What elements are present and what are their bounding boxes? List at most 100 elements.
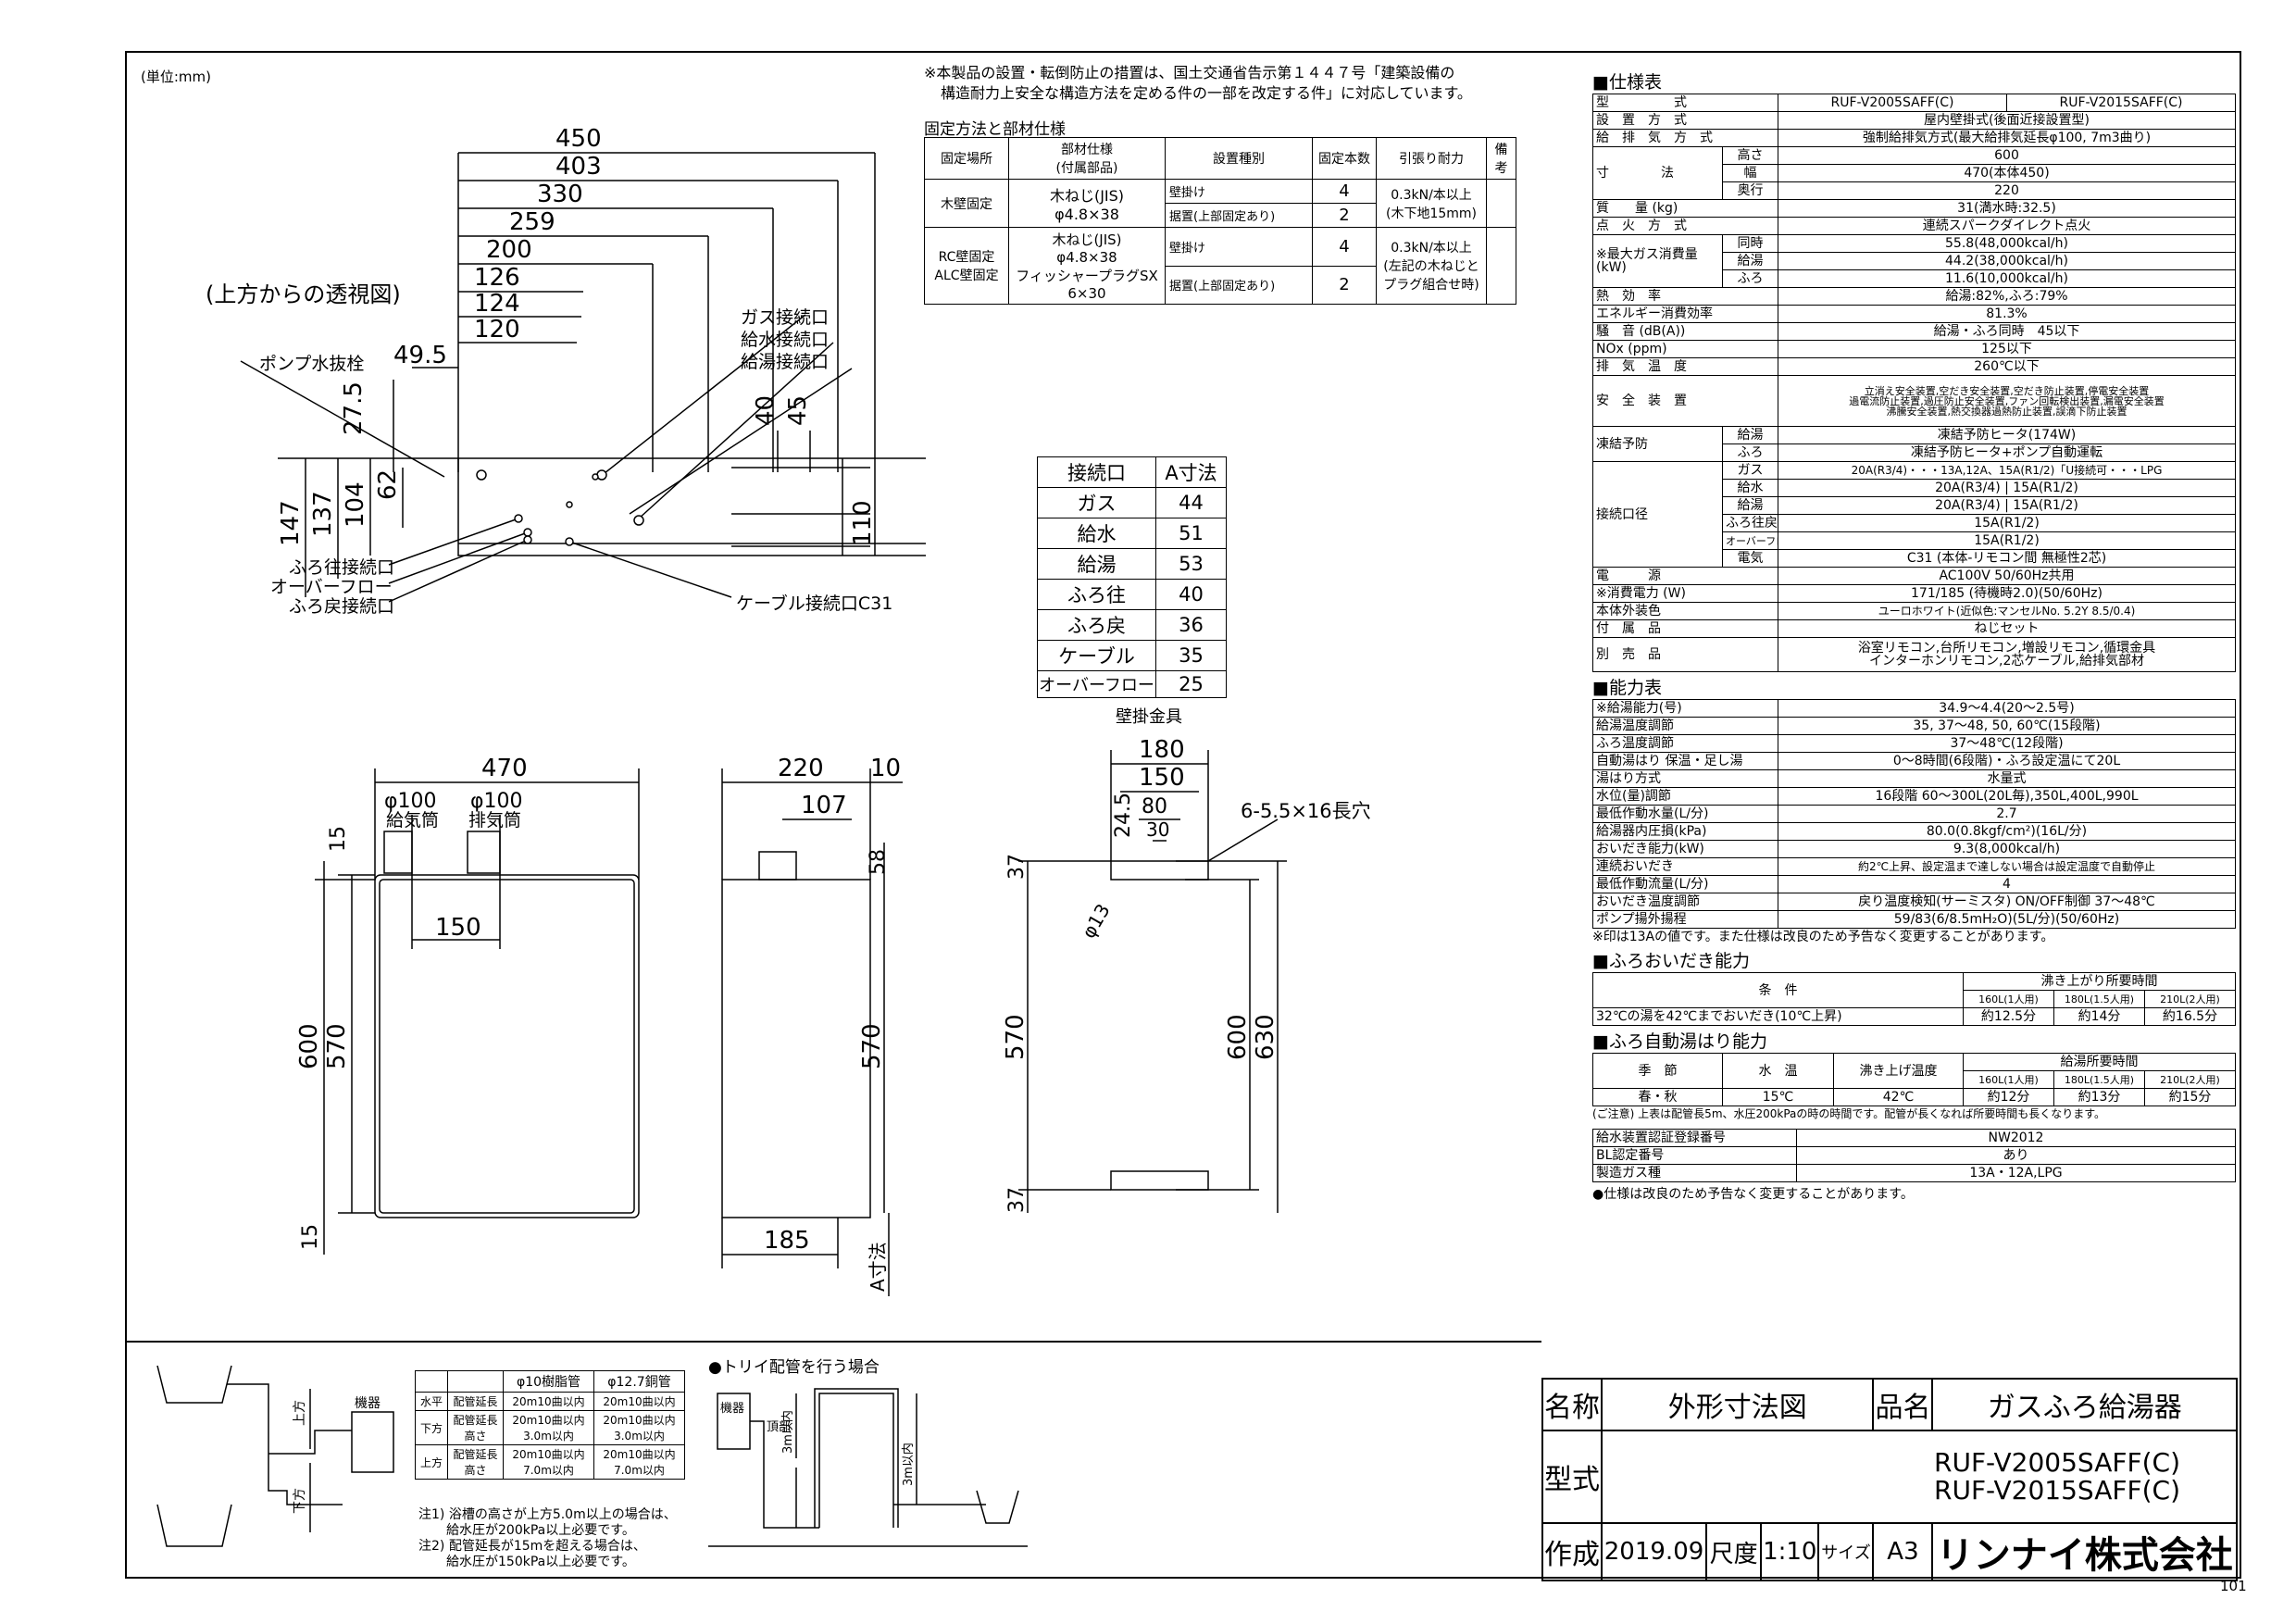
title-models: RUF-V2005SAFF(C) RUF-V2015SAFF(C)	[1601, 1430, 2238, 1524]
fixing-cell: 壁掛け	[1165, 227, 1313, 267]
ability-value: 4	[1778, 875, 2236, 893]
fixing-header: 部材仕様 (付属部品)	[1008, 137, 1166, 180]
autofill-header: 給湯所要時間	[1963, 1053, 2236, 1071]
piping-header	[447, 1370, 504, 1393]
autofill-cell: 約15分	[2144, 1088, 2236, 1106]
spec-label: 騒 音 (dB(A))	[1592, 322, 1778, 341]
spec-sublabel: 幅	[1722, 164, 1778, 182]
spec-label: NOx (ppm)	[1592, 340, 1778, 358]
fixing-cell: 据置(上部固定あり)	[1165, 265, 1313, 305]
spec-value: 81.3%	[1778, 305, 2236, 323]
trap-height-2: 3m以内	[901, 1443, 916, 1486]
ability-value: 16段階 60～300L(20L毎),350L,400L,990L	[1778, 787, 2236, 806]
spec-value: 連続スパークダイレクト点火	[1778, 217, 2236, 235]
dim-200: 200	[486, 236, 532, 264]
spec-value: 31(満水時:32.5)	[1778, 199, 2236, 218]
spec-label: 付 属 品	[1592, 619, 1778, 638]
reheat-subheader: 210L(2人用)	[2144, 990, 2236, 1008]
piping-cell: 20m10曲以内 7.0m以内	[503, 1444, 594, 1480]
cert-note: ●仕様は改良のため予告なく変更することがあります。	[1592, 1187, 1914, 1202]
intake-label: 給気筒	[386, 810, 439, 831]
ability-label: おいだき温度調節	[1592, 893, 1778, 911]
spec-sublabel: ふろ	[1722, 443, 1778, 462]
bath-return-label: ふろ戻接続口	[289, 596, 395, 617]
fixing-cell: 木ねじ(JIS) φ4.8×38 フィッシャープラグSX 6×30	[1008, 227, 1166, 305]
spec-sublabel: 電気	[1722, 549, 1778, 568]
piping-illustration: 上方 下方 機器	[156, 1365, 394, 1547]
dim-110: 110	[849, 500, 877, 546]
autofill-header: 水 温	[1722, 1053, 1834, 1089]
bracket-hole-label: 6-5.5×16長穴	[1241, 800, 1371, 822]
piping-cell: 水平	[415, 1392, 448, 1411]
dim-137: 137	[309, 491, 337, 537]
gas-inlet-label: ガス接続口	[741, 307, 830, 328]
front-dim-150: 150	[435, 914, 481, 942]
bracket-drawing: 180 150 80 30 24.5 37 φ13 570 600 630 37	[1002, 736, 1287, 1213]
piping-cell: 20m10曲以内 3.0m以内	[593, 1410, 685, 1445]
autofill-header: 沸き上げ温度	[1833, 1053, 1964, 1089]
ability-value: 34.9～4.4(20～2.5号)	[1778, 699, 2236, 718]
ability-value: 9.3(8,000kcal/h)	[1778, 840, 2236, 858]
cert-label: 製造ガス種	[1592, 1164, 1797, 1182]
dim-104: 104	[342, 481, 369, 528]
top-view-drawing: 450 403 330 259 200 126 124 120 49.5 27.…	[240, 125, 926, 603]
autofill-table: 季 節水 温沸き上げ温度給湯所要時間 160L(1人用)180L(1.5人用)2…	[1592, 1053, 2236, 1106]
spec-value: 20A(R3/4) | 15A(R1/2)	[1778, 496, 2236, 515]
side-dim-58: 58	[867, 849, 890, 875]
piping-header: φ10樹脂管	[503, 1370, 594, 1393]
reheat-subheader: 180L(1.5人用)	[2053, 990, 2145, 1008]
ability-label: 最低作動流量(L/分)	[1592, 875, 1778, 893]
side-dim-107: 107	[801, 792, 847, 819]
spec-sublabel: 給湯	[1722, 426, 1778, 444]
cert-label: 給水装置認証登録番号	[1592, 1129, 1797, 1147]
fixing-cell: 0.3kN/本以上 (左記の木ねじと プラグ組合せ時)	[1376, 227, 1487, 305]
spec-value: 125以下	[1778, 340, 2236, 358]
spec-value: 44.2(38,000kcal/h)	[1778, 252, 2236, 270]
spec-value: 強制給排気方式(最大給排気延長φ100, 7m3曲り)	[1778, 129, 2236, 147]
title-block: 名称 外形寸法図 品名 ガスふろ給湯器 型式 RUF-V2005SAFF(C) …	[1541, 1378, 2238, 1581]
spec-model-label: 型 式	[1592, 94, 1778, 112]
trap-height-1: 3m以内	[780, 1410, 795, 1454]
dim-259: 259	[509, 208, 555, 236]
ability-note: ※印は13Aの値です。また仕様は改良のため予告なく変更することがあります。	[1592, 930, 2054, 944]
ability-label: ポンプ揚外揚程	[1592, 910, 1778, 929]
fixing-header: 固定場所	[924, 137, 1009, 180]
reheat-cell: 約16.5分	[2144, 1007, 2236, 1026]
ability-value: 35, 37～48, 50, 60℃(15段階)	[1778, 717, 2236, 735]
ability-value: 2.7	[1778, 805, 2236, 823]
water-inlet-label: 給水接続口	[741, 330, 830, 350]
reheat-table: 条 件沸き上がり所要時間 160L(1人用)180L(1.5人用)210L(2人…	[1592, 972, 2236, 1026]
install-note-line-1: ※本製品の設置・転倒防止の措置は、国土交通省告示第１４４７号「建築設備の	[924, 64, 1455, 81]
side-dim-570: 570	[858, 1023, 886, 1069]
spec-label: 本体外装色	[1592, 602, 1778, 620]
bracket-dim-phi13: φ13	[1078, 900, 1115, 942]
conn-cell: 給湯	[1037, 548, 1156, 580]
conn-cell: 給水	[1037, 518, 1156, 549]
cert-value: あり	[1796, 1146, 2236, 1165]
fixing-cell: 2	[1312, 265, 1377, 305]
bracket-dim-180: 180	[1139, 736, 1185, 764]
bracket-dim-150: 150	[1139, 764, 1185, 792]
ability-value: 59/83(6/8.5mH₂O)(5L/分)(50/60Hz)	[1778, 910, 2236, 929]
dim-120: 120	[474, 316, 520, 344]
piping-note: 注2) 配管延長が15mを超える場合は、	[418, 1539, 646, 1554]
spec-label: 質 量 (kg)	[1592, 199, 1778, 218]
spec-value: C31 (本体-リモコン間 無極性2芯)	[1778, 549, 2236, 568]
bath-out-label: ふろ往接続口	[289, 557, 395, 578]
reheat-subheader: 160L(1人用)	[1963, 990, 2054, 1008]
title-product: ガスふろ給湯器	[1931, 1378, 2238, 1431]
spec-value: 20A(R3/4)・・・13A,12A、15A(R1/2)「U接続可・・・LPG	[1778, 461, 2236, 480]
install-note-line-2: 構造耐力上安全な構造方法を定める件の一部を改定する件」に対応しています。	[941, 84, 1472, 102]
piping-cell: 配管延長 高さ	[447, 1444, 504, 1480]
spec-value: 220	[1778, 181, 2236, 200]
dim-27-5: 27.5	[340, 381, 368, 435]
piping-cell: 20m10曲以内 3.0m以内	[503, 1410, 594, 1445]
piping-cell: 20m10曲以内	[593, 1392, 685, 1411]
fixing-header: 設置種別	[1165, 137, 1313, 180]
autofill-subheader: 180L(1.5人用)	[2053, 1070, 2145, 1089]
trap-top-label: 頂部	[767, 1420, 791, 1434]
piping-note: 給水圧が200kPa以上必要です。	[446, 1523, 635, 1538]
